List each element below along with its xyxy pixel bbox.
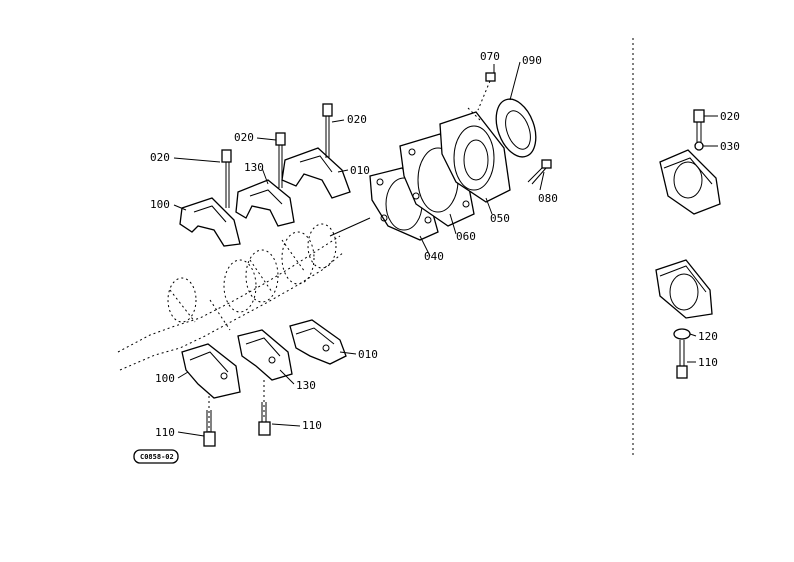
bolt-020-b [275,132,286,188]
label-110-a: 110 [155,426,175,439]
label-110-b: 110 [302,419,322,432]
oil-seal-090 [495,98,537,158]
upper-bearing-cap-130 [235,179,295,227]
label-020-c: 020 [347,113,367,126]
right-washer-030 [694,141,704,151]
right-bolt-110 [676,340,688,379]
lower-bearing-cap-130 [237,329,293,381]
lower-bearing-cap-100 [181,343,241,399]
label-120: 120 [698,330,718,343]
right-washer-120 [673,328,691,340]
label-100-a: 100 [150,198,170,211]
label-010-b: 010 [358,348,378,361]
label-020-d: 020 [720,110,740,123]
label-040: 040 [424,250,444,263]
label-110-c: 110 [698,356,718,369]
upper-bearing-cap-100 [179,197,241,247]
drawing-tag-text: C0858-02 [140,453,174,461]
label-090: 090 [522,54,542,67]
leader-lines [173,61,718,437]
bolt-020-a [221,149,232,208]
label-060: 060 [456,230,476,243]
label-080: 080 [538,192,558,205]
label-070: 070 [480,50,500,63]
label-100-b: 100 [155,372,175,385]
bolt-110-b [258,380,271,436]
bolt-020-c [322,103,333,158]
right-bearing-cap-upper [659,149,721,215]
lower-bearing-cap-010 [289,319,347,365]
label-020-a: 020 [150,151,170,164]
right-bearing-cap-lower [655,259,713,319]
label-010-a: 010 [350,164,370,177]
upper-bearing-cap-010 [281,147,351,199]
bolt-080 [527,159,552,185]
label-030: 030 [720,140,740,153]
bolt-110-a [203,396,216,447]
housing-050 [439,107,511,203]
drawing-tag: C0858-02 [133,449,179,464]
bolt-070 [477,72,496,111]
label-020-b: 020 [234,131,254,144]
crankshaft-ghost [117,217,371,371]
label-130-a: 130 [244,161,264,174]
label-050: 050 [490,212,510,225]
label-130-b: 130 [296,379,316,392]
